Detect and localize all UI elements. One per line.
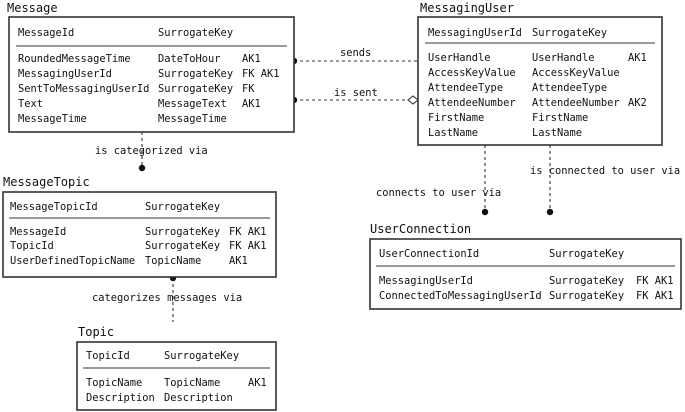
attribute-name: UserHandle [428,52,491,64]
is-connected-to-user-via-endpoint-dot [546,208,554,216]
entity-box [8,16,295,133]
attribute-note: FK AK1 [229,226,267,238]
attribute-type: SurrogateKey [549,275,624,287]
attribute-type: SurrogateKey [145,226,220,238]
key-name: UserConnectionId [379,248,479,260]
label-is-categorized-via: is categorized via [95,145,208,157]
key-name: MessageId [18,27,74,39]
attribute-name: MessagingUserId [18,68,112,80]
attribute-note: AK1 [628,52,647,64]
label-connects-to-user-via: connects to user via [376,187,501,199]
entity-message-topic: MessageTopic MessageTopicId SurrogateKey… [2,175,277,278]
connects-to-user-via-endpoint-dot [481,208,489,216]
attribute-name: ConnectedToMessagingUserId [379,290,542,302]
attribute-note: FK AK1 [229,240,267,252]
relationship-labels: sends is sent is categorized via categor… [92,47,680,304]
attribute-type: DateToHour [158,53,221,65]
attribute-note: AK2 [628,97,647,109]
attribute-note: AK1 [229,255,248,267]
attribute-note: FK [242,83,255,95]
key-name: TopicId [86,350,130,362]
attribute-type: Description [164,392,233,404]
key-type: SurrogateKey [164,350,239,362]
entity-box [2,191,277,278]
key-type: SurrogateKey [158,27,233,39]
attribute-note: FK AK1 [242,68,280,80]
entity-box [76,341,277,411]
label-is-sent: is sent [334,87,378,99]
attribute-type: TopicName [145,255,201,267]
attribute-name: RoundedMessageTime [18,53,131,65]
key-name: MessagingUserId [428,27,522,39]
label-sends: sends [340,47,371,59]
attribute-name: LastName [428,127,478,139]
entity-title: Topic [78,325,114,339]
entity-messaging-user: MessagingUser MessagingUserId SurrogateK… [417,1,663,146]
attribute-type: SurrogateKey [549,290,624,302]
attribute-note: FK AK1 [636,275,674,287]
attribute-name: TopicName [86,377,142,389]
entity-title: MessagingUser [420,1,514,15]
attribute-name: Description [86,392,155,404]
entity-user-connection: UserConnection UserConnectionId Surrogat… [369,222,682,310]
entity-box [369,238,682,310]
attribute-type: SurrogateKey [158,83,233,95]
attribute-type: AttendeeType [532,82,607,94]
is-sent-diamond [407,95,419,105]
entity-box [417,16,663,146]
entity-topic: Topic TopicId SurrogateKey TopicName Top… [76,325,277,411]
attribute-type: SurrogateKey [145,240,220,252]
attribute-type: TopicName [164,377,220,389]
attribute-name: TopicId [10,240,54,252]
attribute-name: UserDefinedTopicName [10,255,135,267]
attribute-name: MessagingUserId [379,275,473,287]
entity-title: UserConnection [370,222,471,236]
attribute-type: AccessKeyValue [532,67,620,79]
attribute-type: MessageTime [158,113,227,125]
attribute-type: LastName [532,127,582,139]
attribute-type: SurrogateKey [158,68,233,80]
attribute-name: AttendeeNumber [428,97,516,109]
attribute-note: AK1 [242,98,261,110]
attribute-name: AccessKeyValue [428,67,516,79]
attribute-name: FirstName [428,112,484,124]
key-type: SurrogateKey [532,27,607,39]
label-is-connected-to-user-via: is connected to user via [530,165,680,177]
attribute-note: AK1 [248,377,267,389]
key-name: MessageTopicId [10,201,98,213]
entity-message: Message MessageId SurrogateKey RoundedMe… [7,1,295,133]
entity-title: Message [7,1,58,15]
entity-title: MessageTopic [3,175,90,189]
attribute-type: FirstName [532,112,588,124]
attribute-name: AttendeeType [428,82,503,94]
attribute-type: UserHandle [532,52,595,64]
attribute-type: AttendeeNumber [532,97,620,109]
attribute-note: AK1 [242,53,261,65]
label-categorizes-messages-via: categorizes messages via [92,292,242,304]
key-type: SurrogateKey [145,201,220,213]
attribute-type: MessageText [158,98,227,110]
attribute-name: MessageTime [18,113,87,125]
attribute-name: Text [18,98,43,110]
attribute-name: MessageId [10,226,66,238]
relationship-lines [138,57,554,322]
attribute-name: SentToMessagingUserId [18,83,149,95]
key-type: SurrogateKey [549,248,624,260]
is-categorized-via-endpoint-dot [138,164,146,172]
attribute-note: FK AK1 [636,290,674,302]
